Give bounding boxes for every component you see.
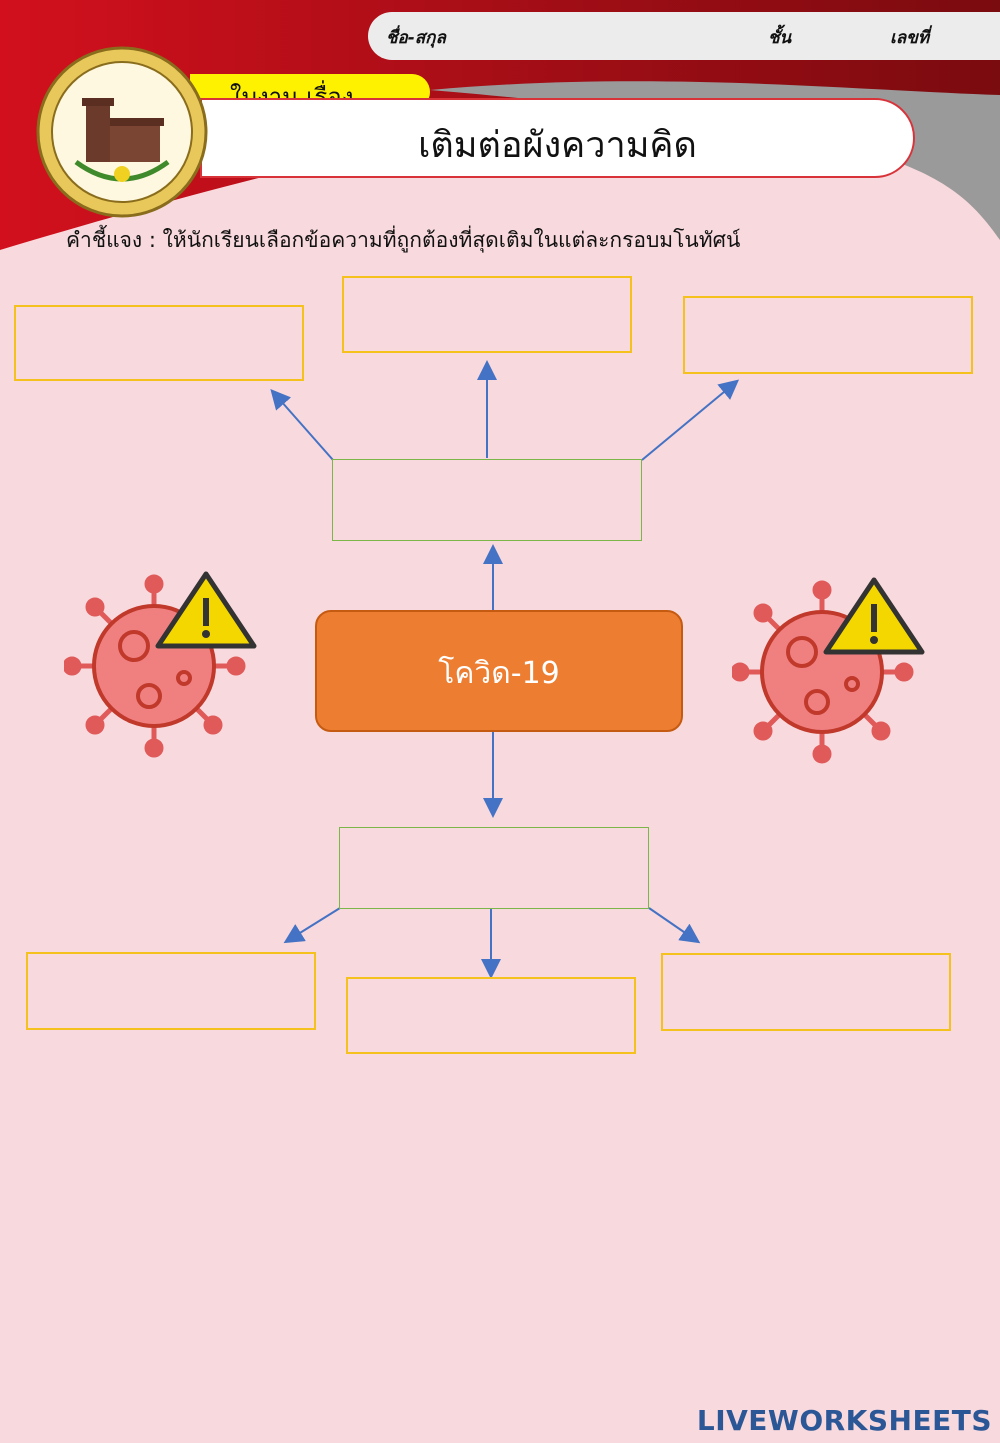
- virus-warning-icon-right: [732, 577, 925, 764]
- answer-box-bottom-center[interactable]: [346, 977, 636, 1054]
- name-label: ชื่อ-สกุล: [386, 28, 446, 48]
- title-bar: เติมต่อผังความคิด: [200, 98, 915, 178]
- answer-box-bottom-right[interactable]: [661, 953, 951, 1031]
- liveworksheets-logo: LIVEWORKSHEETS: [696, 1404, 992, 1437]
- answer-box-lower-middle[interactable]: [339, 827, 649, 909]
- center-topic-box: โควิด-19: [315, 610, 683, 732]
- center-topic-label: โควิด-19: [438, 656, 560, 691]
- answer-box-bottom-left[interactable]: [26, 952, 316, 1030]
- school-seal-icon: [36, 46, 208, 218]
- number-label: เลขที่: [890, 28, 930, 48]
- page-title: เติมต่อผังความคิด: [418, 125, 697, 166]
- virus-warning-icon-left: [64, 571, 257, 758]
- instructions: คำชี้แจง : ให้นักเรียนเลือกข้อความที่ถูก…: [66, 228, 741, 252]
- class-label: ชั้น: [768, 28, 792, 48]
- answer-box-upper-middle[interactable]: [332, 459, 642, 541]
- student-info-bar: ชื่อ-สกุล ชั้น เลขที่: [368, 12, 1000, 60]
- answer-box-top-right[interactable]: [683, 296, 973, 374]
- answer-box-top-center[interactable]: [342, 276, 632, 353]
- answer-box-top-left[interactable]: [14, 305, 304, 381]
